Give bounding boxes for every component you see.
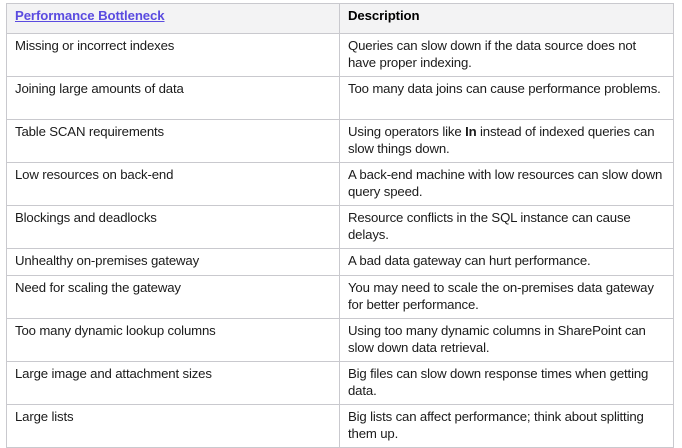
table-row: Table SCAN requirements Using operators l… [6,119,674,163]
bottleneck-text: Unhealthy on-premises gateway [15,253,200,268]
table-row: Unhealthy on-premises gateway A bad data … [6,248,674,276]
description-text: You may need to scale the on-premises da… [348,280,654,312]
cell-description: A bad data gateway can hurt performance. [339,248,674,276]
bottleneck-text: Need for scaling the gateway [15,280,181,295]
cell-description: Too many data joins can cause performanc… [339,76,674,120]
bottleneck-text: Blockings and deadlocks [15,210,157,225]
description-text: Big files can slow down response times w… [348,366,649,398]
cell-description: Resource conflicts in the SQL instance c… [339,205,674,249]
bottleneck-text: Large image and attachment sizes [15,366,212,381]
cell-bottleneck: Table SCAN requirements [6,119,340,163]
description-text: Big lists can affect performance; think … [348,409,644,441]
page-root: Performance Bottleneck Description Missi… [6,3,674,448]
description-text: Using too many dynamic columns in ShareP… [348,323,646,355]
cell-description: Using operators like In instead of index… [339,119,674,163]
description-text: Queries can slow down if the data source… [348,38,637,70]
column-header-performance-bottleneck: Performance Bottleneck [6,3,340,34]
cell-description: A back-end machine with low resources ca… [339,162,674,206]
description-header-label: Description [348,8,420,23]
column-header-description: Description [339,3,674,34]
table-header-row: Performance Bottleneck Description [6,3,674,34]
table-row: Large lists Big lists can affect performa… [6,404,674,448]
bottleneck-text: Missing or incorrect indexes [15,38,175,53]
cell-description: Queries can slow down if the data source… [339,33,674,77]
cell-bottleneck: Need for scaling the gateway [6,275,340,319]
table-row: Blockings and deadlocks Resource conflict… [6,205,674,249]
table-row: Large image and attachment sizes Big file… [6,361,674,405]
table-row: Need for scaling the gateway You may need… [6,275,674,319]
description-text: Too many data joins can cause performanc… [348,81,661,96]
performance-bottleneck-table-wrapper: Performance Bottleneck Description Missi… [6,3,674,448]
performance-bottleneck-header-link[interactable]: Performance Bottleneck [15,8,165,23]
description-emphasis: In [465,124,477,139]
cell-bottleneck: Large lists [6,404,340,448]
table-header: Performance Bottleneck Description [6,3,674,34]
cell-bottleneck: Blockings and deadlocks [6,205,340,249]
description-text: Resource conflicts in the SQL instance c… [348,210,631,242]
bottleneck-text: Low resources on back-end [15,167,174,182]
table-row: Too many dynamic lookup columns Using too… [6,318,674,362]
description-text: A bad data gateway can hurt performance. [348,253,591,268]
description-text: A back-end machine with low resources ca… [348,167,663,199]
bottleneck-text: Too many dynamic lookup columns [15,323,216,338]
table-row: Low resources on back-end A back-end mach… [6,162,674,206]
bottleneck-text: Table SCAN requirements [15,124,165,139]
cell-description: Big files can slow down response times w… [339,361,674,405]
cell-bottleneck: Missing or incorrect indexes [6,33,340,77]
table-row: Missing or incorrect indexes Queries can … [6,33,674,77]
cell-bottleneck: Unhealthy on-premises gateway [6,248,340,276]
description-text: Using operators like In instead of index… [348,124,655,156]
cell-bottleneck: Joining large amounts of data [6,76,340,120]
bottleneck-text: Large lists [15,409,74,424]
cell-bottleneck: Large image and attachment sizes [6,361,340,405]
performance-bottleneck-table: Performance Bottleneck Description Missi… [6,3,674,448]
cell-description: Big lists can affect performance; think … [339,404,674,448]
bottleneck-text: Joining large amounts of data [15,81,184,96]
cell-bottleneck: Too many dynamic lookup columns [6,318,340,362]
table-row: Joining large amounts of data Too many da… [6,76,674,120]
cell-description: Using too many dynamic columns in ShareP… [339,318,674,362]
cell-bottleneck: Low resources on back-end [6,162,340,206]
table-body: Missing or incorrect indexes Queries can … [6,33,674,448]
cell-description: You may need to scale the on-premises da… [339,275,674,319]
